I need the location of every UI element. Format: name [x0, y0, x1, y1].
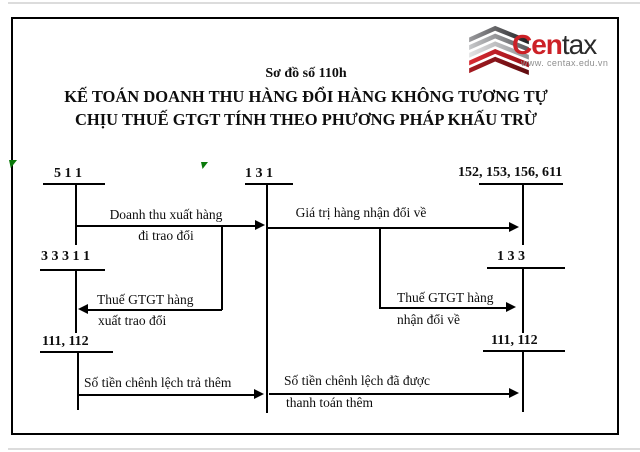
account-152-label: 152, 153, 156, 611 [458, 165, 563, 180]
account-111-left-topline [40, 351, 113, 353]
flow-revenue-out-label1: Doanh thu xuất hàng [109, 207, 223, 222]
flow-pay-extra-label: Số tiền chênh lệch trả thêm [84, 375, 232, 390]
account-131-topline [245, 183, 293, 185]
flow-vat-out-branch [221, 226, 223, 310]
account-133-label: 1 3 3 [497, 249, 525, 264]
centax-logo-tax: tax [561, 29, 597, 60]
page-title-line2: CHỊU THUẾ GTGT TÍNH THEO PHƯƠNG PHÁP KHẤ… [74, 110, 538, 129]
flow-vat-in-branch [379, 228, 381, 309]
account-131-stem [266, 185, 268, 413]
flow-vat-in-arrowhead-icon [506, 302, 516, 312]
page-bottom-shadow [8, 448, 640, 450]
account-152-topline [479, 183, 563, 185]
green-marker-center-icon [201, 162, 208, 169]
flow-vat-in-label1: Thuế GTGT hàng [397, 290, 494, 305]
account-111-left-label: 111, 112 [42, 334, 89, 349]
green-marker-left-icon [9, 160, 17, 168]
flow-revenue-out-arrowhead-icon [255, 220, 265, 230]
flow-goods-received-line [268, 227, 511, 229]
centax-logo-icon [469, 25, 529, 76]
flow-vat-out-label2: xuất trao đổi [98, 313, 167, 328]
flow-received-extra-label1: Số tiền chênh lệch đã được [284, 373, 431, 388]
page-title-line1: KẾ TOÁN DOANH THU HÀNG ĐỔI HÀNG KHÔNG TƯ… [64, 87, 548, 106]
flow-vat-in-line [380, 307, 508, 309]
flow-vat-out-line [88, 309, 222, 311]
flow-revenue-out-line [77, 225, 256, 227]
flow-revenue-out-label2: đi trao đổi [138, 228, 194, 243]
account-152-stem [522, 185, 524, 245]
page-top-shadow [8, 2, 640, 4]
account-111-right-stem [522, 352, 524, 412]
account-511-label: 5 1 1 [54, 166, 82, 181]
account-511-stem [75, 185, 77, 245]
account-33311-topline [40, 269, 105, 271]
account-133-topline [487, 267, 565, 269]
flow-goods-received-arrowhead-icon [509, 222, 519, 232]
account-111-left-stem [77, 353, 79, 410]
flow-pay-extra-arrowhead-icon [254, 389, 264, 399]
flow-goods-received-label: Giá trị hàng nhận đổi về [295, 205, 427, 220]
flow-pay-extra-line [79, 394, 255, 396]
flow-vat-in-label2: nhận đổi về [397, 312, 460, 327]
account-133-stem [522, 269, 524, 333]
centax-logo-url: www. centax.edu.vn [521, 58, 609, 68]
account-33311-stem [75, 271, 77, 333]
account-33311-label: 3 3 3 1 1 [41, 249, 90, 264]
centax-logo-cen: Cen [512, 29, 563, 60]
scheme-number: Sơ đồ số 110h [265, 66, 347, 81]
centax-logo-text: Centax [512, 29, 597, 60]
account-511-topline [43, 183, 105, 185]
flow-vat-out-label1: Thuế GTGT hàng [97, 292, 194, 307]
flow-received-extra-arrowhead-icon [509, 388, 519, 398]
account-111-right-topline [483, 350, 565, 352]
flow-received-extra-line [269, 393, 511, 395]
account-131-label: 1 3 1 [245, 166, 273, 181]
flow-vat-out-arrowhead-icon [78, 304, 88, 314]
account-111-right-label: 111, 112 [491, 333, 538, 348]
flow-received-extra-label2: thanh toán thêm [286, 395, 373, 410]
